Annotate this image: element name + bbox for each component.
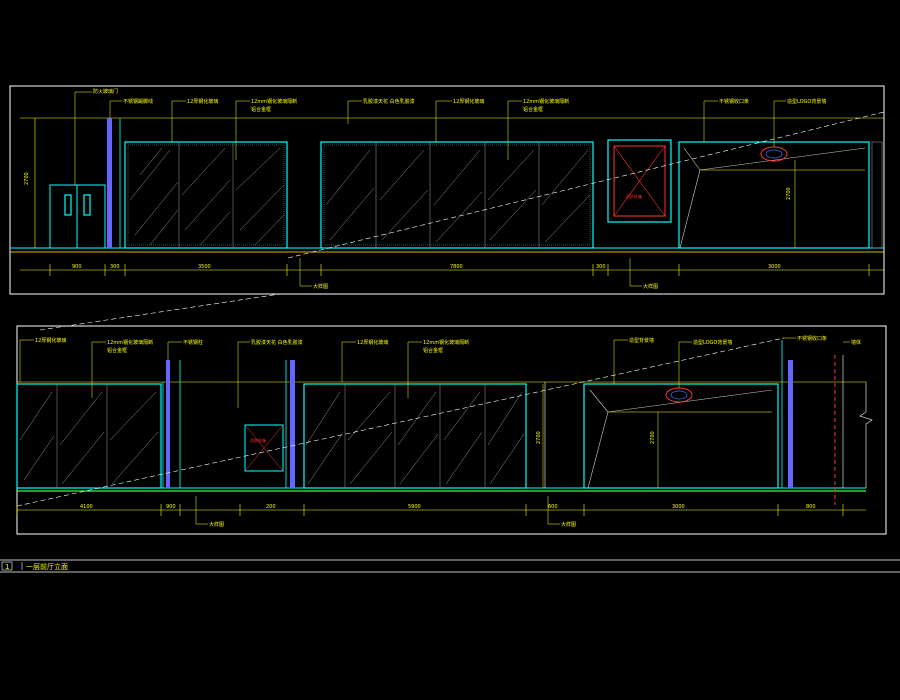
top-dim-1: 900 <box>72 264 82 270</box>
top-logo-mark <box>760 146 788 162</box>
bottom-dim-6: 3000 <box>672 504 685 510</box>
top-dim-5: 300 <box>596 264 606 270</box>
bottom-label-10: 墙体 <box>851 339 861 346</box>
top-vertical-dim-left: 2700 <box>24 172 30 185</box>
bottom-column-blue-1 <box>166 360 170 488</box>
top-column-blue <box>107 118 112 248</box>
bottom-dim-5: 600 <box>548 504 558 510</box>
top-dim-3: 3500 <box>198 264 211 270</box>
bottom-label-5: 12厚钢化玻璃 <box>357 339 388 346</box>
top-label-4: 12mm钢化玻璃隔断 <box>251 98 297 105</box>
top-glass-partition-2 <box>320 141 594 249</box>
top-logo-wall: 2700 <box>678 141 870 249</box>
bottom-dim-3: 200 <box>266 504 276 510</box>
bottom-logo-wall: 2700 <box>583 383 779 489</box>
top-label-1: 防火玻璃门 <box>93 88 118 95</box>
bottom-label-2: 12mm钢化玻璃隔断 <box>107 339 153 346</box>
bottom-elevation: 消防栓箱 <box>16 325 887 535</box>
bottom-label-1: 12厚钢化玻璃 <box>35 337 66 344</box>
top-elevation: 2700 <box>9 85 885 295</box>
bottom-label-6: 12mm钢化玻璃隔断 <box>423 339 469 346</box>
top-label-8: 不锈钢收口条 <box>719 98 749 105</box>
bottom-section-mark-1: 大样图 <box>209 521 224 528</box>
top-vertical-dim-right: 2700 <box>786 187 792 200</box>
bottom-column-blue-2 <box>290 360 295 488</box>
top-label-5: 乳胶漆天花 白色乳胶漆 <box>363 98 415 105</box>
bottom-vertical-dim-left: 2700 <box>536 431 542 444</box>
bottom-section-mark-2: 大样图 <box>561 521 576 528</box>
bottom-label-4: 乳胶漆天花 白色乳胶漆 <box>251 339 303 346</box>
top-leaders <box>74 91 786 185</box>
bottom-label-9: 不锈钢收口条 <box>797 335 827 342</box>
bottom-glass-partition-2 <box>303 383 527 489</box>
bottom-column-blue-3 <box>788 360 793 488</box>
bottom-sublabel-1: 铝合金框 <box>107 347 127 354</box>
top-label-2: 不锈钢踢脚线 <box>123 98 153 105</box>
top-label-9: 造型LOGO背景墙 <box>787 98 826 105</box>
bottom-dim-2: 900 <box>166 504 176 510</box>
bottom-label-7: 造型背景墙 <box>629 337 654 344</box>
top-sublabel-1: 铝合金框 <box>251 106 271 113</box>
bottom-label-8: 造型LOGO背景墙 <box>693 339 732 346</box>
top-label-3: 12厚钢化玻璃 <box>187 98 218 105</box>
top-frame <box>9 85 885 295</box>
top-hydrant-cabinet: 消防栓箱 <box>607 139 672 223</box>
top-label-7: 12mm钢化玻璃隔断 <box>523 98 569 105</box>
bottom-hydrant-note: 消防栓箱 <box>250 437 266 443</box>
top-dim-6: 3000 <box>768 264 781 270</box>
top-section-mark-1: 大样图 <box>313 283 328 290</box>
bottom-leaders <box>19 337 850 408</box>
bottom-dim-1: 4100 <box>80 504 93 510</box>
top-dim-4: 7800 <box>450 264 463 270</box>
top-glass-partition-1 <box>124 141 288 249</box>
top-label-6: 12厚钢化玻璃 <box>453 98 484 105</box>
bottom-glass-partition-1 <box>16 383 162 489</box>
top-dim-2: 300 <box>110 264 120 270</box>
bottom-dim-7: 800 <box>806 504 816 510</box>
top-section-mark-2: 大样图 <box>643 283 658 290</box>
drawing-caption: 1 一层前厅立面 <box>0 559 900 573</box>
top-door <box>49 184 106 249</box>
bottom-hydrant-cabinet: 消防栓箱 <box>244 424 284 472</box>
bottom-label-3: 不锈钢柱 <box>183 339 203 346</box>
bottom-logo-mark <box>665 387 693 403</box>
bottom-dim-4: 5900 <box>408 504 421 510</box>
bottom-sublabel-2: 铝合金框 <box>423 347 443 354</box>
bottom-vertical-dim-right: 2700 <box>650 431 656 444</box>
top-hydrant-note: 消防栓箱 <box>626 193 642 199</box>
caption-number: 1 <box>5 563 9 571</box>
top-sublabel-2: 铝合金框 <box>523 106 543 113</box>
caption-title: 一层前厅立面 <box>26 562 68 571</box>
